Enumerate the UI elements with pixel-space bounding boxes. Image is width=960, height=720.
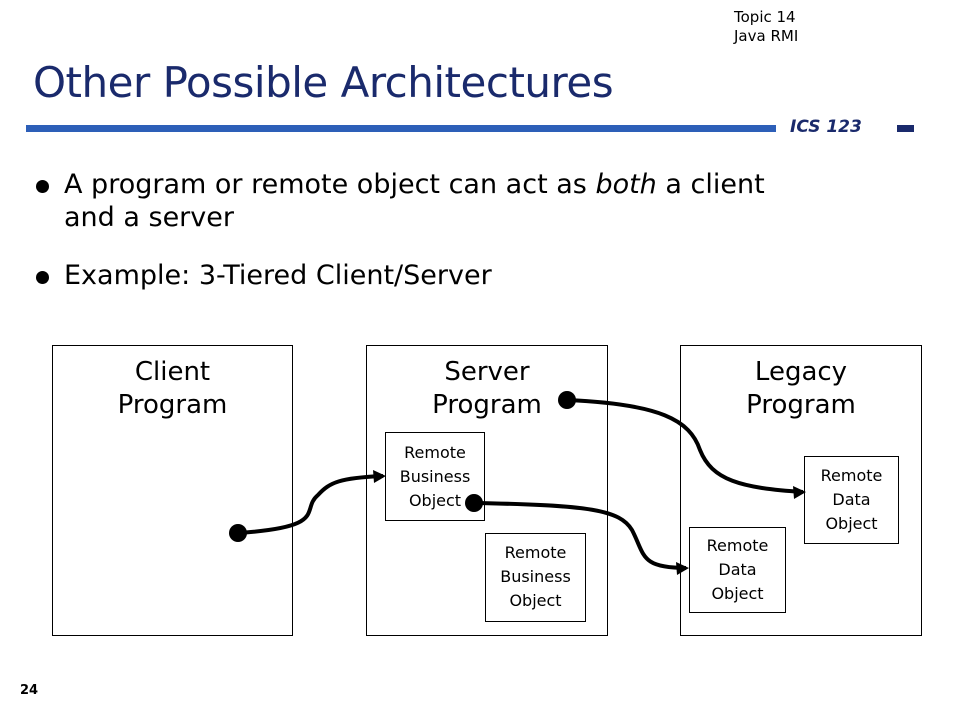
topic-label: Topic 14 Java RMI [734, 8, 798, 46]
remote-data-object: Remote Data Object [804, 456, 899, 544]
remote-business-object: Remote Business Object [485, 533, 586, 622]
emphasis-text: both [595, 169, 657, 200]
bullet-dot-icon [36, 271, 49, 284]
title-rule [26, 125, 776, 132]
arrowhead-icon [793, 486, 806, 499]
panel-title: Client Program [117, 357, 228, 420]
bullet-text: Example: 3-Tiered Client/Server [64, 260, 492, 291]
connection-dot-icon [465, 494, 483, 512]
arrowhead-icon [373, 470, 386, 483]
server-to-data-line [566, 398, 804, 494]
bullet-text: A program or remote object can act as bo… [64, 169, 765, 233]
connection-dot-icon [229, 524, 247, 542]
remote-business-object: Remote Business Object [385, 432, 485, 521]
client-program-panel: Client Program [52, 345, 293, 636]
slide-title: Other Possible Architectures [33, 58, 614, 107]
topic-number: Topic 14 [734, 8, 796, 26]
course-label: ICS 123 [790, 117, 862, 137]
page-number: 24 [20, 683, 39, 698]
panel-title: Server Program [432, 357, 542, 420]
panel-title: Legacy Program [746, 357, 856, 420]
client-to-business-line [237, 474, 384, 535]
arrowhead-icon [676, 562, 689, 575]
title-rule-end [897, 125, 914, 132]
bullet-dot-icon [36, 180, 49, 193]
topic-name: Java RMI [734, 27, 799, 45]
connection-dot-icon [558, 391, 576, 409]
business-to-data-line [473, 501, 687, 570]
remote-data-object: Remote Data Object [689, 527, 786, 613]
